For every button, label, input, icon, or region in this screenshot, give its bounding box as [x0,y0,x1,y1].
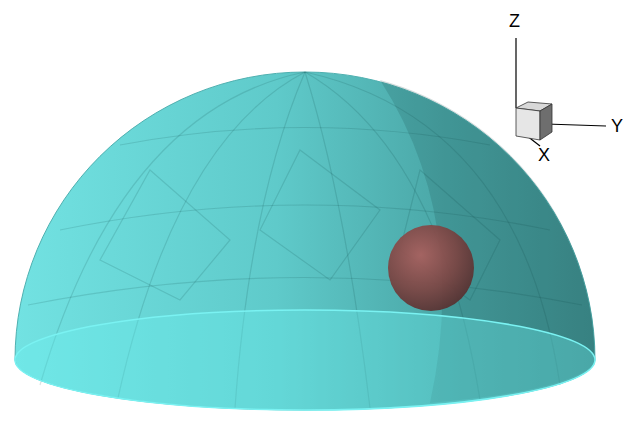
axis-triad [516,38,606,146]
axis-cube [516,102,552,140]
axis-label: Z [509,12,520,30]
base-rim [15,310,595,410]
axis-label: Y [611,117,623,135]
axis-label: X [538,146,550,164]
sphere [388,225,474,311]
dome-surface [15,72,595,410]
